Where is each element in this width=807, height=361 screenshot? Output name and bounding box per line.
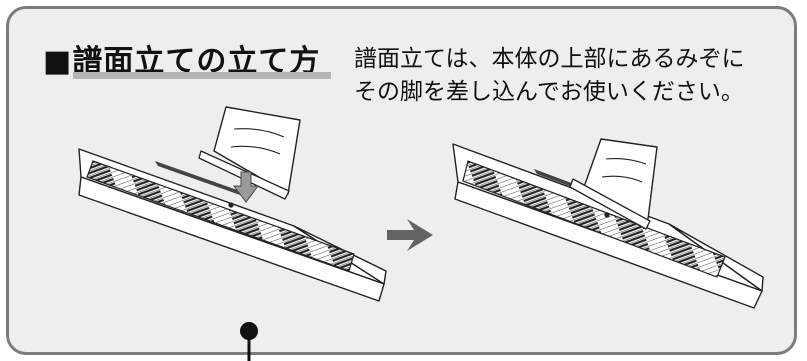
music-stand-right-highlight-2 — [601, 175, 643, 183]
instruction-text: 譜面立ては、本体の上部にあるみぞに その脚を差し込んでお使いください。 — [354, 46, 745, 105]
arrow-right-icon — [387, 219, 433, 251]
piano-left-control-dot — [228, 202, 234, 208]
heading-marker: ■ — [43, 44, 73, 79]
music-stand-right-highlight — [605, 158, 647, 165]
illustration-area — [78, 106, 764, 309]
music-stand-left-highlight — [233, 128, 285, 138]
piano-left-panel-strip — [155, 161, 243, 196]
piano-left-keyboard — [86, 160, 355, 272]
music-stand-left-highlight-2 — [230, 145, 281, 155]
music-stand-right-ledge — [569, 178, 651, 230]
arrow-down-icon — [233, 171, 259, 203]
instruction-panel: ■譜面立ての立て方 譜面立ては、本体の上部にあるみぞに その脚を差し込んでお使い… — [6, 6, 797, 355]
heading-underline — [73, 72, 331, 79]
piano-left-front — [78, 176, 385, 302]
piano-after-illustration — [452, 138, 764, 309]
piano-right-control-dot — [604, 212, 610, 218]
piano-before-illustration — [78, 106, 387, 302]
